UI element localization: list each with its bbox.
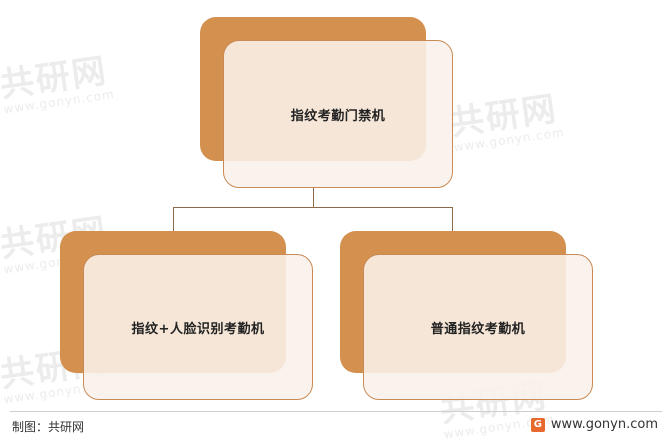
- node-card: 指纹考勤门禁机: [223, 40, 453, 188]
- connector-right-down: [452, 207, 453, 231]
- connector-horizontal: [173, 207, 453, 208]
- site-url[interactable]: www.gonyn.com: [550, 417, 658, 432]
- footer-brand: G www.gonyn.com: [530, 417, 658, 432]
- source-credit: 制图：共研网: [12, 420, 85, 434]
- gonyn-logo-icon: G: [530, 417, 545, 432]
- node-label: 指纹考勤门禁机: [290, 108, 386, 124]
- node-card: 指纹+人脸识别考勤机: [83, 254, 313, 400]
- node-label: 指纹+人脸识别考勤机: [131, 321, 265, 337]
- node-label: 普通指纹考勤机: [430, 321, 526, 337]
- connector-root-down: [313, 186, 314, 208]
- connector-left-down: [173, 207, 174, 231]
- node-card: 普通指纹考勤机: [363, 254, 593, 400]
- footer-divider: [10, 411, 662, 412]
